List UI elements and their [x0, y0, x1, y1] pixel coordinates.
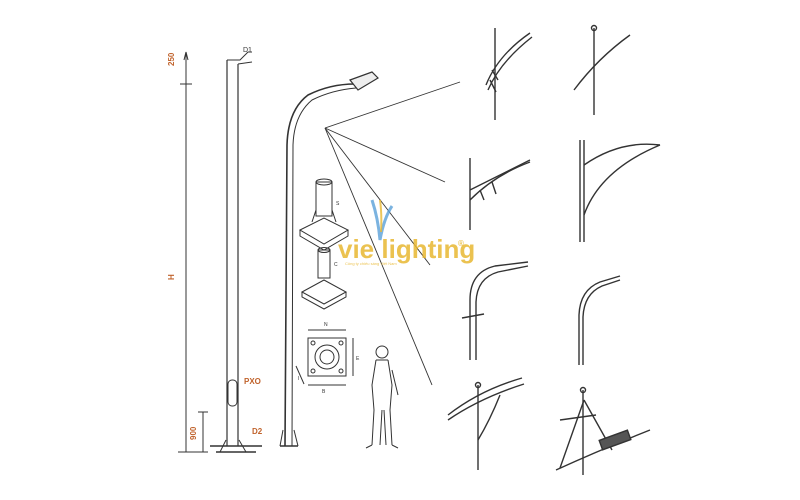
label-base-c: C [334, 262, 338, 268]
label-base-i: I [298, 376, 299, 382]
label-base-b: B [322, 389, 326, 395]
fan-lines [324, 81, 461, 386]
arm-1 [485, 28, 533, 120]
label-base-n: N [324, 322, 328, 328]
label-base-e: E [356, 356, 360, 362]
label-base-s: S [336, 201, 340, 207]
label-d2: D2 [252, 427, 263, 436]
arm-3 [469, 158, 531, 230]
label-door: PXO [244, 377, 261, 386]
base-plan-view [295, 329, 354, 386]
logo-text: vie lighting [338, 234, 475, 264]
base-detail-bottom [300, 247, 348, 310]
arm-2 [573, 24, 631, 115]
label-d1: D1 [243, 47, 252, 54]
arm-5 [461, 261, 529, 360]
logo-registered: ® [458, 239, 464, 248]
label-bottom-offset: 900 [189, 426, 198, 440]
arm-6 [578, 275, 621, 365]
pole-curved-arm [279, 71, 379, 447]
logo-tagline: Công ty chiếu sáng Việt Nam [345, 261, 397, 266]
dimension-pole [178, 51, 208, 453]
pole-straight [210, 51, 262, 453]
arm-4 [579, 140, 661, 242]
arm-8 [555, 386, 651, 475]
label-height: H [167, 274, 176, 280]
arm-7 [447, 377, 525, 470]
human-figure [365, 345, 399, 449]
label-top-offset: 250 [167, 52, 176, 66]
vielighting-logo: vie lighting ® Công ty chiếu sáng Việt N… [338, 199, 475, 266]
